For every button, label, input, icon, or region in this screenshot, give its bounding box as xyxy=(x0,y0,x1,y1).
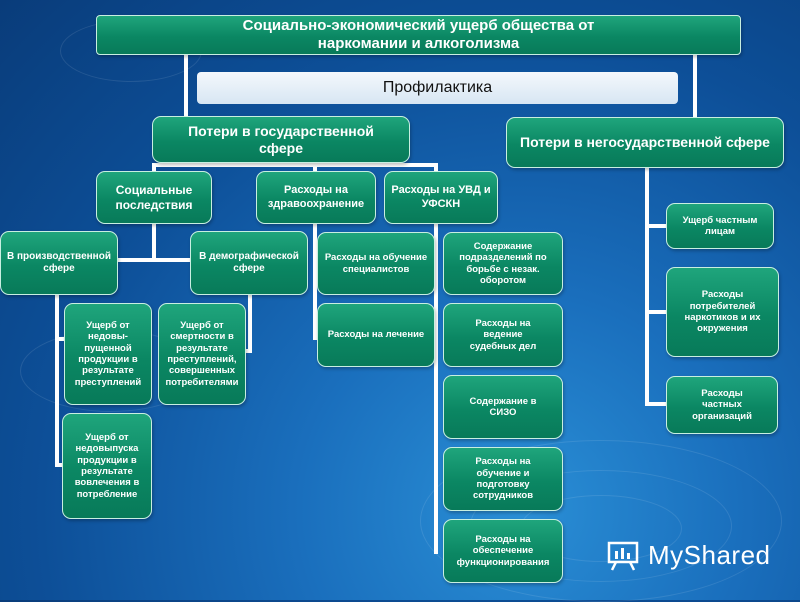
production-sphere-box: В производственной сфере xyxy=(0,231,118,295)
police-item-5: Расходы на обеспечение функционирования xyxy=(443,519,563,583)
production-item-1-text: Ущерб от недовы-пущенной продукции в рез… xyxy=(74,319,142,388)
police-item-4: Расходы на обучение и подготовку сотрудн… xyxy=(443,447,563,511)
connector-line xyxy=(645,224,667,228)
social-consequences-label: Социальные последствия xyxy=(115,183,193,212)
police-item-2-text: Расходы на ведение судебных дел xyxy=(469,317,537,352)
nonstate-item-3: Расходы частных организаций xyxy=(666,376,778,434)
connector-line xyxy=(152,163,438,167)
connector-line xyxy=(645,402,667,406)
connector-line xyxy=(313,163,317,173)
health-item-1-text: Расходы на обучение специалистов xyxy=(324,252,428,275)
connector-line xyxy=(313,224,317,340)
connector-line xyxy=(184,54,188,118)
connector-line xyxy=(242,349,252,353)
myshared-logo: MyShared xyxy=(606,535,786,575)
connector-line xyxy=(152,220,156,260)
prevention-banner: Профилактика xyxy=(197,72,678,104)
connector-line xyxy=(434,224,438,554)
social-consequences-box: Социальные последствия xyxy=(96,171,212,224)
health-item-2: Расходы на лечение xyxy=(317,303,435,367)
connector-line xyxy=(55,463,67,467)
health-expenses-label: Расходы на здравоохранение xyxy=(267,184,365,210)
police-item-4-text: Расходы на обучение и подготовку сотрудн… xyxy=(472,456,534,502)
logo-text: MyShared xyxy=(648,539,771,570)
connector-line xyxy=(248,295,252,353)
nonstate-item-3-text: Расходы частных организаций xyxy=(692,387,752,422)
production-sphere-label: В производственной сфере xyxy=(7,251,111,274)
production-item-2-text: Ущерб от недовыпуска продукции в результ… xyxy=(74,431,140,500)
connector-line xyxy=(152,163,156,173)
production-item-2: Ущерб от недовыпуска продукции в результ… xyxy=(62,413,152,519)
nonstate-losses-box: Потери в негосударственной сфере xyxy=(506,117,784,168)
health-item-2-text: Расходы на лечение xyxy=(327,329,425,341)
connector-line xyxy=(55,337,67,341)
prevention-text: Профилактика xyxy=(382,79,493,96)
police-expenses-label: Расходы на УВД и УФСКН xyxy=(391,184,491,210)
demographic-sphere-box: В демографической сфере xyxy=(190,231,308,295)
police-item-1: Содержание подразделений по борьбе с нез… xyxy=(443,232,563,295)
diagram-title: Социально-экономический ущерб общества о… xyxy=(96,15,741,55)
police-expenses-box: Расходы на УВД и УФСКН xyxy=(384,171,498,224)
nonstate-item-2: Расходы потребителей наркотиков и их окр… xyxy=(666,267,779,357)
police-item-3: Содержание в СИЗО xyxy=(443,375,563,439)
connector-line xyxy=(645,310,667,314)
health-item-1: Расходы на обучение специалистов xyxy=(317,232,435,295)
connector-line xyxy=(55,258,252,262)
nonstate-item-1-text: Ущерб частным лицам xyxy=(682,214,758,237)
demographic-item-1: Ущерб от смертности в результате преступ… xyxy=(158,303,246,405)
police-item-1-text: Содержание подразделений по борьбе с нез… xyxy=(459,240,547,286)
production-item-1: Ущерб от недовы-пущенной продукции в рез… xyxy=(64,303,152,405)
state-losses-label: Потери в государственной сфере xyxy=(188,122,374,156)
state-losses-box: Потери в государственной сфере xyxy=(152,116,410,163)
connector-line xyxy=(645,168,649,406)
police-item-3-text: Содержание в СИЗО xyxy=(469,395,537,418)
health-expenses-box: Расходы на здравоохранение xyxy=(256,171,376,224)
demographic-sphere-label: В демографической сфере xyxy=(199,251,299,274)
demographic-item-1-text: Ущерб от смертности в результате преступ… xyxy=(165,319,239,388)
connector-line xyxy=(693,54,697,118)
nonstate-losses-label: Потери в негосударственной сфере xyxy=(520,134,770,151)
police-item-2: Расходы на ведение судебных дел xyxy=(443,303,563,367)
title-text: Социально-экономический ущерб общества о… xyxy=(242,17,595,52)
nonstate-item-2-text: Расходы потребителей наркотиков и их окр… xyxy=(684,289,761,335)
police-item-5-text: Расходы на обеспечение функционирования xyxy=(456,533,550,568)
connector-line xyxy=(434,163,438,173)
connector-line xyxy=(55,295,59,467)
nonstate-item-1: Ущерб частным лицам xyxy=(666,203,774,249)
presentation-board-icon xyxy=(607,541,639,571)
